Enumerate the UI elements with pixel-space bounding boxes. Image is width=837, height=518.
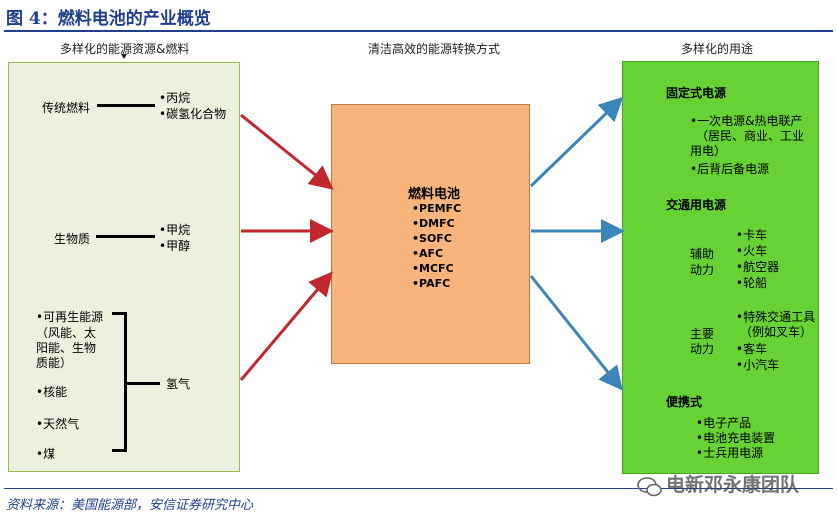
main-power-label: 动力 xyxy=(690,342,715,356)
column-label-middle: 清洁高效的能源转换方式 xyxy=(368,42,501,56)
source-renewable: （风能、太 xyxy=(36,326,97,340)
stationary-item: 用电） xyxy=(690,144,727,158)
bracket-connector xyxy=(126,382,160,385)
fuel-cell-type: •PAFC xyxy=(412,277,451,290)
fuel-cell-type: •SOFC xyxy=(412,232,452,245)
stationary-item: •后背后备电源 xyxy=(690,162,770,176)
figure-title: 图 4：燃料电池的产业概览 xyxy=(6,9,211,29)
column-label-left-pointer xyxy=(121,54,127,59)
fuel-cell-type: •MCFC xyxy=(412,262,454,275)
source-renewable: •可再生能源 xyxy=(36,310,104,324)
source-note: 资料来源：美国能源部，安信证券研究中心 xyxy=(6,498,254,513)
fuel-cell-type: •DMFC xyxy=(412,217,455,230)
traditional-fuel-label: 传统燃料 xyxy=(42,101,91,115)
aux-power-item: •航空器 xyxy=(736,260,780,274)
portable-item: •电池充电装置 xyxy=(696,431,776,445)
fuel-cell-title: 燃料电池 xyxy=(408,187,461,202)
footer-rule xyxy=(4,488,833,489)
main-power-label: 主要 xyxy=(690,327,715,341)
fuel-cell-box xyxy=(331,104,530,364)
source-nuclear: •核能 xyxy=(36,385,68,399)
arrow-fuel-cell-to-portable xyxy=(529,275,623,391)
arrow-fuel-cell-to-stationary xyxy=(529,96,624,188)
source-renewable: 质能） xyxy=(36,356,73,370)
source-natural-gas: •天然气 xyxy=(36,417,80,431)
fuel-cell-type: •PEMFC xyxy=(412,202,462,215)
bracket-spine xyxy=(124,312,127,452)
aux-power-label: 动力 xyxy=(690,263,715,277)
hydrogen-label: 氢气 xyxy=(166,377,191,391)
column-label-right: 多样化的用途 xyxy=(681,42,754,56)
portable-item: •电子产品 xyxy=(696,416,752,430)
column-label-left: 多样化的能源资源&燃料 xyxy=(60,42,190,56)
aux-power-label: 辅助 xyxy=(690,247,715,261)
title-rule xyxy=(4,30,833,32)
aux-power-item: •卡车 xyxy=(736,228,768,242)
aux-power-item: •火车 xyxy=(736,244,768,258)
stationary-power-title: 固定式电源 xyxy=(666,86,727,100)
biomass-item: •甲烷 xyxy=(159,223,191,237)
arrow-hydrogen-to-fuel-cell xyxy=(239,271,333,381)
applications-box xyxy=(622,61,819,474)
stationary-item: •一次电源&热电联产 xyxy=(690,114,803,128)
source-coal: •煤 xyxy=(36,447,56,461)
transport-power-title: 交通用电源 xyxy=(666,198,727,212)
wechat-icon xyxy=(637,477,662,497)
main-power-item: •特殊交通工具 xyxy=(736,310,816,324)
bracket-bottom xyxy=(112,449,126,452)
main-power-item: （例如叉车） xyxy=(740,325,813,339)
portable-power-title: 便携式 xyxy=(666,395,703,409)
traditional-fuel-item: •丙烷 xyxy=(159,91,191,105)
source-renewable: 阳能、生物 xyxy=(36,341,97,355)
aux-power-item: •轮船 xyxy=(736,276,768,290)
stationary-item: （居民、商业、工业 xyxy=(696,129,805,143)
traditional-fuel-item: •碳氢化合物 xyxy=(159,107,227,121)
watermark-text: 电新邓永康团队 xyxy=(666,474,800,496)
biomass-item: •甲醇 xyxy=(159,239,191,253)
bracket-top xyxy=(112,312,126,315)
main-power-item: •小汽车 xyxy=(736,358,780,372)
fuel-cell-type: •AFC xyxy=(412,247,444,260)
arrow-traditional-to-fuel-cell xyxy=(240,113,334,190)
biomass-label: 生物质 xyxy=(54,232,91,246)
traditional-fuel-connector xyxy=(97,104,155,107)
biomass-connector xyxy=(96,235,155,238)
portable-item: •士兵用电源 xyxy=(696,446,764,460)
main-power-item: •客车 xyxy=(736,342,768,356)
